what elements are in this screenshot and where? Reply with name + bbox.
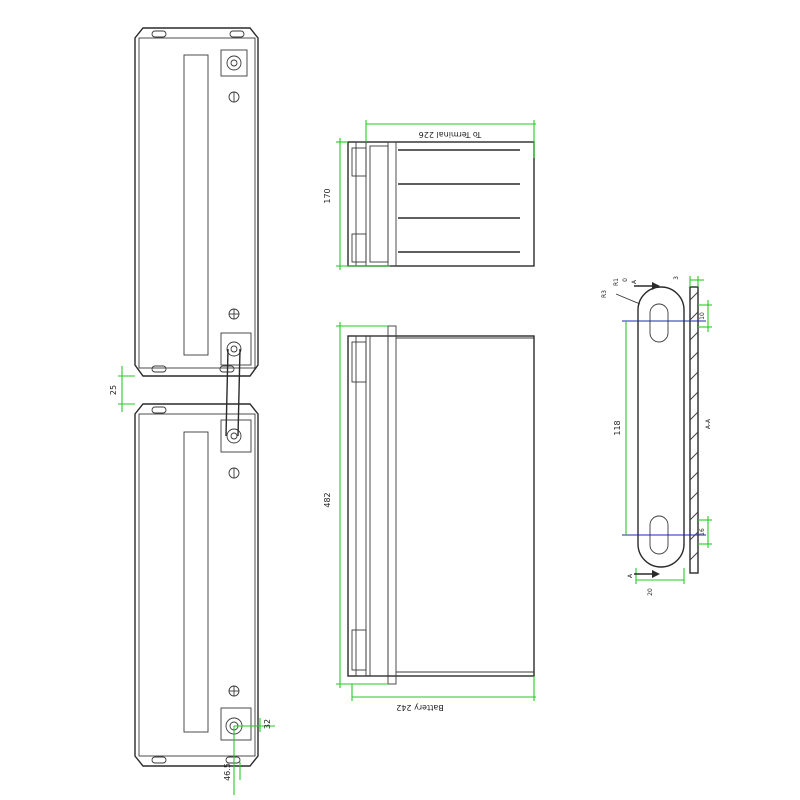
dim-46-label: 46.5 [223,763,232,781]
plus-icon [228,308,240,320]
dim-gap-label: 25 [109,385,118,395]
dim-32-label: 32 [263,719,272,729]
dimension-battery-width: Battery 242 [351,676,536,712]
dim-r1-label: R1 [613,278,620,286]
mounting-slot [151,756,167,764]
bracket-slot [649,303,669,343]
dim-20-label: 20 [647,588,654,596]
section-marker-bottom: A [627,570,660,578]
label-strip [183,431,209,733]
battery-top-view-upper [134,27,259,377]
section-marker-top-label: A [631,279,638,284]
battery-top-view-lower [134,403,259,767]
plus-icon [228,685,240,697]
dim-170-label: 170 [323,188,332,203]
terminal-bolt-icon [220,419,252,453]
mounting-slot [229,30,245,38]
dim-battery-label: Battery 242 [396,703,443,712]
section-marker-top: A [631,279,660,290]
mounting-slot [225,756,241,764]
mounting-slot [151,406,167,414]
dimension-to-terminal: To Terminal 226 [365,120,536,158]
terminal-bolt-icon [220,707,252,741]
dim-118-label: 118 [613,420,622,435]
section-hatch [689,291,699,561]
label-strip [183,54,209,356]
terminal-bolt-icon [220,49,248,77]
minus-icon [228,91,240,103]
dim-zero-label: 0 [622,278,629,282]
mounting-slot [151,365,167,373]
dimension-height-170: 170 [323,138,390,270]
dim-r3-label: R3 [601,290,608,298]
dim-3-label: 3 [673,276,680,280]
dim-482-label: 482 [323,492,332,507]
battery-side-view-upper [347,141,535,267]
battery-side-view-lower [347,325,535,685]
dimension-length-482: 482 [323,322,388,688]
dim-16-label: 16 [699,528,706,536]
dimension-terminal: 32 46.5 [223,718,275,795]
dim-to-terminal-label: To Terminal 226 [419,130,483,139]
bracket-detail [622,286,706,574]
section-aa-label: A-A [705,418,712,429]
minus-icon [228,467,240,479]
bracket-dimensions: 118 10 16 20 3 R3 R1 0 A-A [601,276,712,596]
dimension-gap: 25 [109,366,135,412]
dim-10-label: 10 [699,312,706,320]
terminal-bolt-icon [220,332,252,366]
section-marker-bottom-label: A [627,573,634,578]
interconnect-strap [225,348,241,437]
mounting-slot [151,30,167,38]
